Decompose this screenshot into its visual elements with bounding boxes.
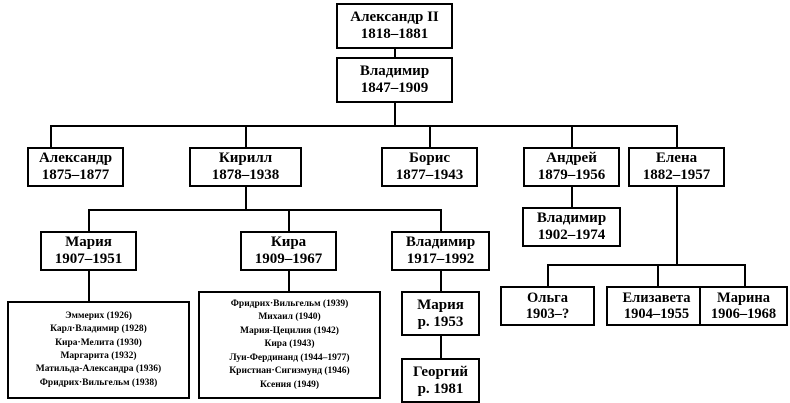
connector-elena-drop [676,185,678,265]
node-name: Марина [717,289,770,306]
node-dates: 1906–1968 [710,306,777,322]
node-dates: р. 1981 [417,380,464,397]
connector-drop-andrey [571,125,573,147]
node-name: Владимир [359,63,430,80]
node-vladimir-1847[interactable]: Владимир 1847–1909 [336,57,453,103]
node-name: Елена [655,150,698,167]
node-dates: 1904–1955 [623,306,690,322]
node-georgiy-1981[interactable]: Георгий р. 1981 [401,358,480,403]
connector-kirill-drop [245,185,247,211]
connector-drop-kira1909 [288,209,290,231]
list-item: Фридрих·Вильгельм (1938) [39,377,158,388]
node-boris[interactable]: Борис 1877–1943 [381,147,478,187]
connector-andrey-vladimir1902 [571,185,573,207]
list-item: Кира (1943) [264,339,315,350]
connector-vladimir1847-drop [394,103,396,126]
node-elena[interactable]: Елена 1882–1957 [628,147,725,187]
list-item: Карл·Владимир (1928) [50,324,147,335]
node-name: Мария [65,234,112,251]
node-dates: 1907–1951 [54,251,123,267]
node-dates: 1877–1943 [395,167,464,183]
node-dates: 1882–1957 [642,167,711,183]
node-dates: 1878–1938 [211,167,280,183]
node-dates: 1909–1967 [254,251,323,267]
node-dates: 1847–1909 [360,80,429,96]
node-dates: 1875–1877 [41,167,110,183]
node-alexander-ii[interactable]: Александр II 1818–1881 [336,3,453,49]
list-item: Ксения (1949) [260,379,319,390]
list-maria-1907-children[interactable]: Эммерих (1926) Карл·Владимир (1928) Кира… [7,301,190,399]
connector-drop-alexander1875 [50,125,52,147]
list-item: Фридрих·Вильгельм (1939) [230,298,349,309]
list-item: Михаил (1940) [258,312,321,323]
node-name: Мария [417,296,464,313]
node-maria-1907[interactable]: Мария 1907–1951 [40,231,137,271]
connector-vladimir1917-maria1953 [440,269,442,291]
connector-generation2-bus [50,125,678,127]
connector-kira1909-children [288,269,290,291]
node-name: Кирилл [218,150,273,167]
node-dates: р. 1953 [417,313,464,330]
node-name: Александр [38,150,113,167]
node-name: Андрей [546,150,597,167]
node-maria-1953[interactable]: Мария р. 1953 [401,291,480,336]
node-vladimir-1902[interactable]: Владимир 1902–1974 [522,207,621,247]
connector-drop-vladimir1917 [440,209,442,231]
connector-drop-marina [744,264,746,286]
node-name: Кира [270,234,307,251]
node-dates: 1917–1992 [406,251,475,267]
connector-drop-kirill [245,125,247,147]
list-item: Эммерих (1926) [65,310,132,321]
connector-kirill-children-bus [88,209,442,211]
connector-elena-children-bus [547,264,746,266]
connector-maria1953-georgiy1981 [440,336,442,358]
list-item: Матильда-Александра (1936) [35,364,162,375]
connector-drop-boris [429,125,431,147]
node-vladimir-1917[interactable]: Владимир 1917–1992 [391,231,490,271]
node-kirill[interactable]: Кирилл 1878–1938 [189,147,302,187]
connector-drop-olga [547,264,549,286]
node-kira-1909[interactable]: Кира 1909–1967 [240,231,337,271]
list-kira-1909-children[interactable]: Фридрих·Вильгельм (1939) Михаил (1940) М… [198,291,381,399]
node-name: Борис [408,150,451,167]
node-dates: 1903–? [525,306,570,322]
list-item: Луи-Фердинанд (1944–1977) [229,352,350,363]
node-elizaveta[interactable]: Елизавета 1904–1955 [606,286,707,326]
node-name: Владимир [405,234,476,251]
node-dates: 1902–1974 [537,227,606,243]
node-olga[interactable]: Ольга 1903–? [500,286,595,326]
node-name: Александр II [350,9,439,26]
connector-drop-elizaveta [657,264,659,286]
node-marina[interactable]: Марина 1906–1968 [699,286,788,326]
node-andrey[interactable]: Андрей 1879–1956 [523,147,620,187]
list-item: Мария-Цецилия (1942) [240,325,339,336]
node-name: Елизавета [622,289,691,306]
list-item: Кира·Мелита (1930) [55,337,142,348]
node-name: Георгий [413,363,468,380]
node-dates: 1879–1956 [537,167,606,183]
connector-maria1907-children [88,269,90,301]
connector-drop-maria1907 [88,209,90,231]
node-name: Ольга [527,289,568,306]
node-name: Владимир [536,210,607,227]
list-item: Кристиан·Сигизмунд (1946) [229,366,350,377]
node-dates: 1818–1881 [360,26,429,42]
list-item: Маргарита (1932) [60,351,137,361]
node-alexander-1875[interactable]: Александр 1875–1877 [27,147,124,187]
connector-drop-elena [676,125,678,147]
